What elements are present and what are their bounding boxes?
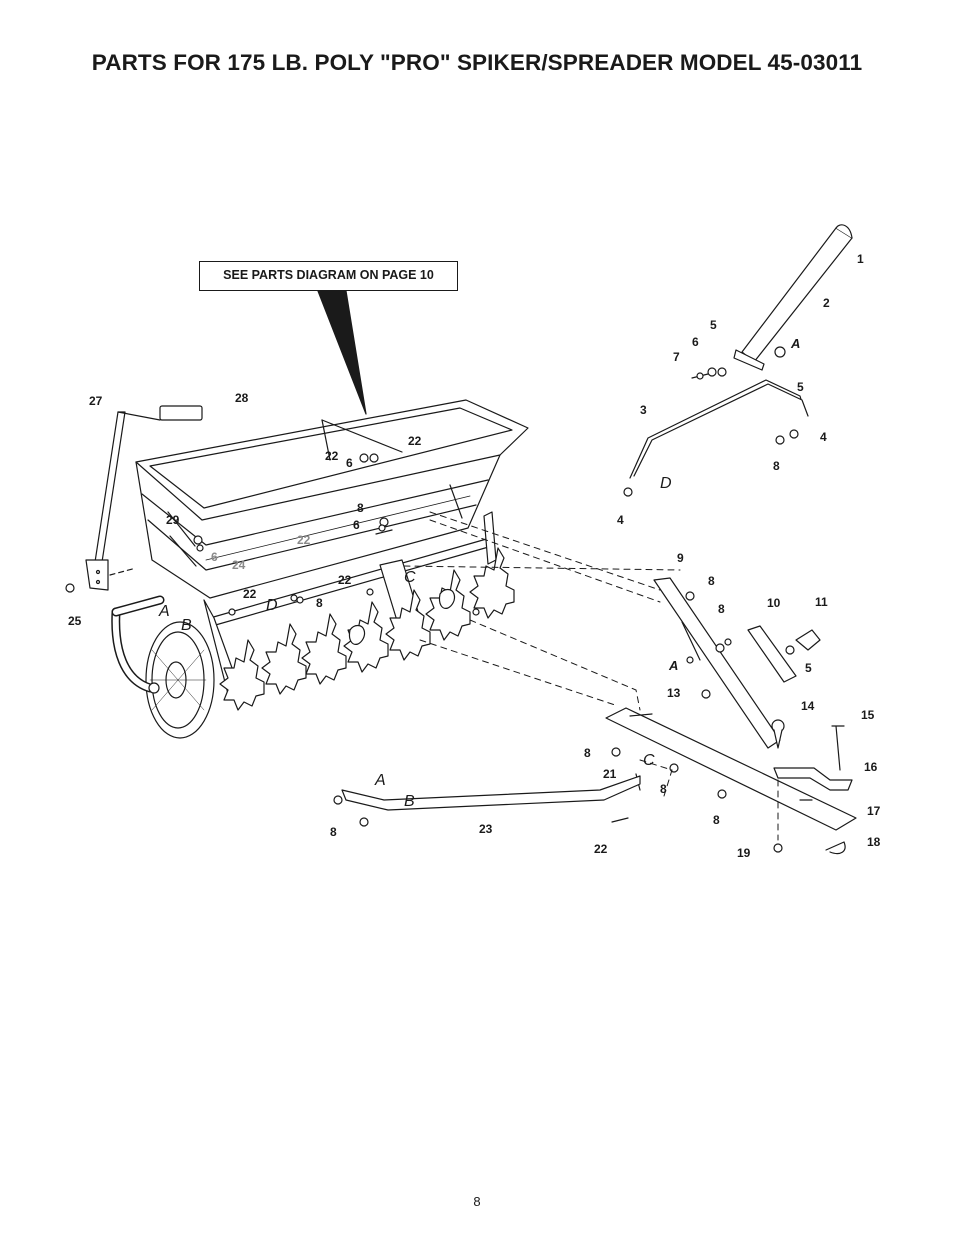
part-label-1: 1 bbox=[857, 252, 864, 266]
ref-letter-a: A bbox=[668, 658, 678, 673]
part-label-21: 21 bbox=[603, 767, 617, 781]
drawbar-illustration bbox=[333, 775, 641, 827]
part-label-22: 22 bbox=[325, 449, 339, 463]
machine-hardware bbox=[196, 453, 480, 616]
part-label-8: 8 bbox=[713, 813, 720, 827]
part-label-14: 14 bbox=[801, 699, 815, 713]
ref-letter-a: A bbox=[790, 336, 800, 351]
part-label-15: 15 bbox=[861, 708, 875, 722]
part-label-8: 8 bbox=[708, 574, 715, 588]
part-label-11: 11 bbox=[815, 595, 828, 609]
handle-hardware bbox=[691, 367, 727, 380]
part-label-22: 22 bbox=[408, 434, 422, 448]
part-labels: 1 2 5 6 7 5 3 4 8 4 27 28 22 22 6 8 6 29… bbox=[68, 252, 881, 860]
page-number: 8 bbox=[473, 1194, 481, 1209]
part-label-9: 9 bbox=[677, 551, 684, 565]
part-label-6: 6 bbox=[346, 456, 353, 470]
part-label-23: 23 bbox=[479, 822, 493, 836]
part-label-13: 13 bbox=[667, 686, 681, 700]
callout-box: SEE PARTS DIAGRAM ON PAGE 10 bbox=[199, 261, 458, 291]
spike-wheels-illustration bbox=[219, 547, 515, 711]
ref-letter-a: A bbox=[374, 772, 386, 789]
ref-letter-b: B bbox=[404, 793, 415, 810]
callout-pointer bbox=[317, 290, 367, 415]
part-label-5: 5 bbox=[805, 661, 812, 675]
ref-letter-c: C bbox=[643, 752, 655, 769]
part-label-22: 22 bbox=[594, 842, 608, 856]
part-label-19: 19 bbox=[737, 846, 751, 860]
part-label-29: 29 bbox=[166, 513, 180, 527]
page-title: PARTS FOR 175 LB. POLY "PRO" SPIKER/SPRE… bbox=[91, 50, 863, 75]
ref-letter-d: D bbox=[660, 475, 672, 492]
wheel-illustration bbox=[111, 595, 215, 739]
part-label-5: 5 bbox=[797, 380, 804, 394]
part-label-8: 8 bbox=[718, 602, 725, 616]
part-label-6: 6 bbox=[353, 518, 360, 532]
hopper-illustration bbox=[135, 399, 529, 599]
ref-letter-a: A bbox=[158, 603, 170, 620]
part-label-5: 5 bbox=[710, 318, 717, 332]
part-label-27: 27 bbox=[89, 394, 103, 408]
part-label-8: 8 bbox=[357, 501, 364, 515]
reference-letters: A D A C A B D A B C bbox=[158, 336, 800, 810]
part-label-22: 22 bbox=[338, 573, 352, 587]
part-label-24: 24 bbox=[232, 558, 246, 572]
part-label-2: 2 bbox=[823, 296, 830, 310]
part-label-4: 4 bbox=[617, 513, 624, 527]
part-label-28: 28 bbox=[235, 391, 249, 405]
part-label-4: 4 bbox=[820, 430, 827, 444]
part-label-8: 8 bbox=[773, 459, 780, 473]
alignment-lines bbox=[403, 511, 779, 841]
part-label-8: 8 bbox=[330, 825, 337, 839]
part-label-7: 7 bbox=[673, 350, 680, 364]
part-label-8: 8 bbox=[660, 782, 667, 796]
part-label-25: 25 bbox=[68, 614, 82, 628]
part-label-6: 6 bbox=[692, 335, 699, 349]
spiker-handle-illustration bbox=[65, 405, 203, 593]
bracket-illustration bbox=[653, 577, 821, 749]
ref-letter-b: B bbox=[181, 617, 192, 634]
part-label-18: 18 bbox=[867, 835, 881, 849]
part-label-22: 22 bbox=[297, 533, 311, 547]
part-label-22: 22 bbox=[243, 587, 257, 601]
part-label-8: 8 bbox=[316, 596, 323, 610]
part-label-8: 8 bbox=[584, 746, 591, 760]
hitch-bar-illustration bbox=[605, 707, 857, 855]
handle-illustration bbox=[623, 224, 853, 497]
ref-letter-c: C bbox=[404, 569, 416, 586]
part-label-6: 6 bbox=[211, 550, 218, 564]
ref-letter-d: D bbox=[266, 597, 278, 614]
part-label-3: 3 bbox=[640, 403, 647, 417]
part-label-10: 10 bbox=[767, 596, 781, 610]
part-label-17: 17 bbox=[867, 804, 881, 818]
part-label-16: 16 bbox=[864, 760, 878, 774]
